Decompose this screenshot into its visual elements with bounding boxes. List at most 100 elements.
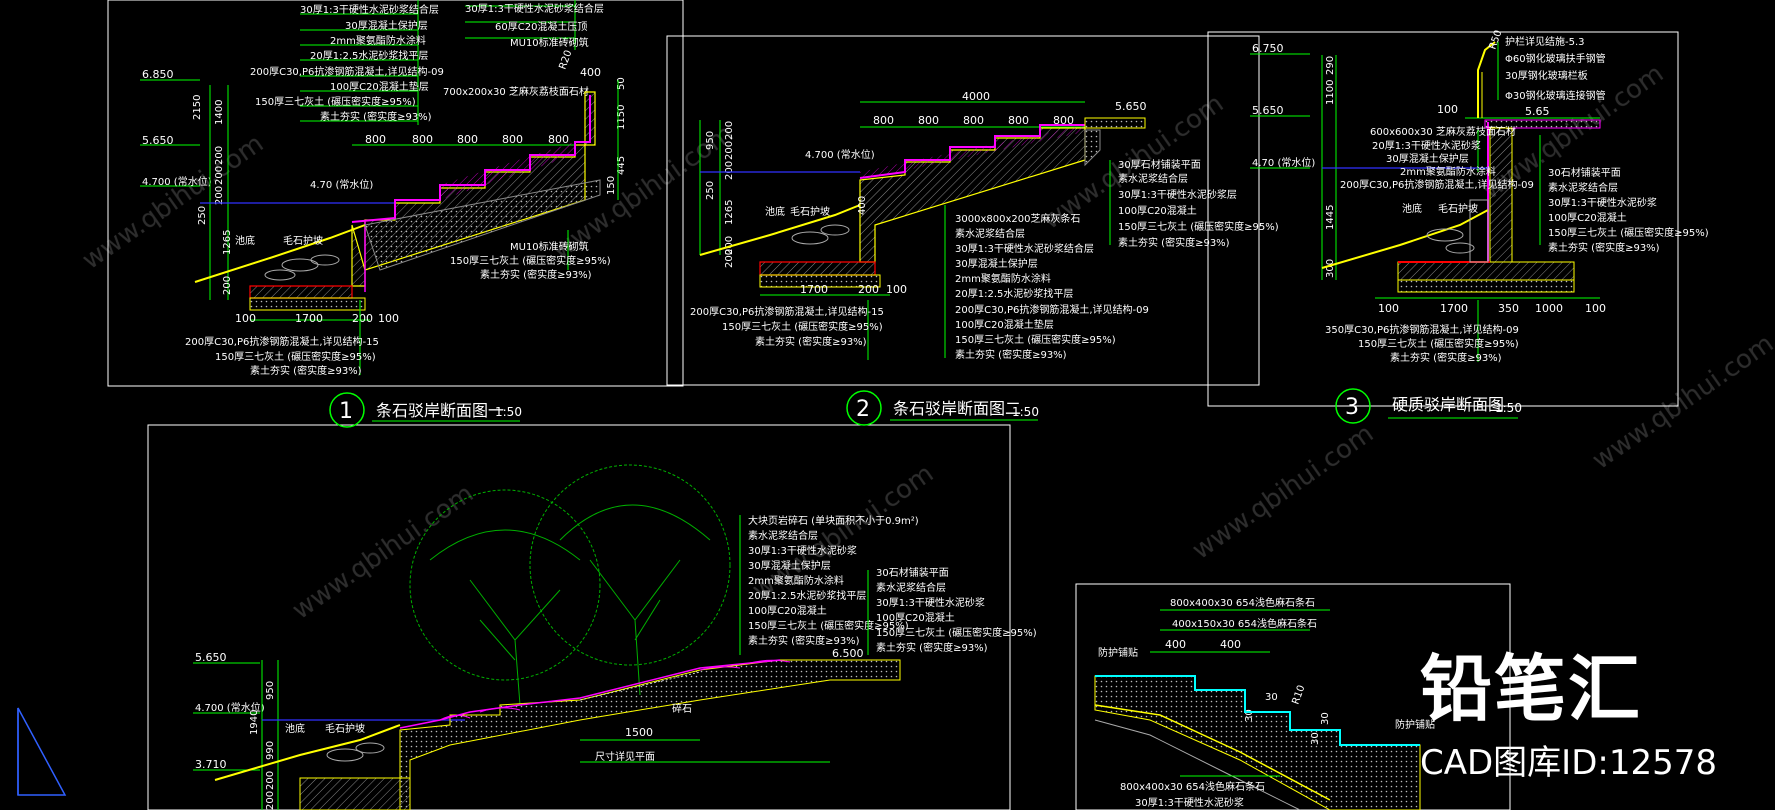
s3-label-top-0: 护栏详见结施-5.3 [1505,35,1585,48]
s1-dim-right-1: 50 [616,77,627,90]
s4-bottom-note: 尺寸详见平面 [595,750,655,763]
s1-level-2: 4.700 (常水位) [142,175,212,188]
drawing-frames [107,0,1679,810]
s3-dim-100: 100 [1437,103,1458,116]
s2-dim-left-1: 200 [724,121,735,140]
section-5-drawing: 800x400x30 654浅色麻石条石 400x150x30 654浅色麻石条… [1094,596,1435,810]
s3-dim-left-3: 1445 [1325,205,1336,230]
s1-label-mid-0: 30厚1:3干硬性水泥砂浆结合层 [465,2,604,15]
watermark-text: www.qbihui.com [77,128,269,275]
s2-dim-top-2: 800 [963,114,984,127]
s4-label-mid-1: 素水泥浆结合层 [748,529,818,542]
s2-label-mid-4: 2mm聚氨酯防水涂料 [955,272,1051,285]
s1-dim-left-2: 200 [214,146,225,165]
s3-label-right-5: 素土夯实 (密实度≥93%) [1548,241,1660,254]
s3-label-right-4: 150厚三七灰土 (碾压密实度≥95%) [1548,226,1709,239]
s4-label-right-2: 30厚1:3干硬性水泥砂浆 [876,596,985,609]
s4-dim-left-0: 950 [265,681,276,700]
s1-dim-left-6: 1265 [222,230,233,255]
s1-label-top-3: 20厚1:2.5水泥砂浆找平层 [310,49,428,62]
s3-cap-label: 600x600x30 芝麻灰荔枝面石材 [1370,125,1516,138]
s2-dim-left-5: 1265 [724,200,735,225]
s1-dim-top-2: 800 [457,133,478,146]
s2-dim-left-2: 200 [724,141,735,160]
section-1-drawing: 30厚1:3干硬性水泥砂浆结合层 30厚混凝土保护层 2mm聚氨酯防水涂料 20… [140,0,627,428]
watermark-text: www.qbihui.com [287,478,479,625]
s3-level-1: 5.650 [1252,104,1284,117]
s1-dim-top-4: 800 [548,133,569,146]
s4-label-right-5: 素土夯实 (密实度≥93%) [876,641,988,654]
s1-dim-left-5: 250 [197,206,208,225]
s1-small-0: 池底 [235,234,255,247]
s1-r-label: R20 [557,49,574,71]
s4-label-right-1: 素水泥浆结合层 [876,581,946,594]
watermark-text: www.qbihui.com [1587,328,1775,475]
s2-scale: 1:50 [1012,405,1039,419]
s1-dim-bottom-0: 100 [235,312,256,325]
s2-dim-left-3: 200 [724,161,735,180]
s4-dim-left-1: 1940 [249,710,260,735]
s2-title: 条石驳岸断面图二 [893,399,1021,418]
s3-dim-bottom-0: 100 [1378,302,1399,315]
s2-dim-left-4: 250 [705,181,716,200]
s4-label-mid-4: 2mm聚氨酯防水涂料 [748,574,844,587]
s2-label-bottom-0: 200厚C30,P6抗渗钢筋混凝土,详见结构-15 [690,305,884,318]
frame-section-4 [147,424,1011,810]
s3-dim-bottom-4: 100 [1585,302,1606,315]
s2-label-right-3: 100厚C20混凝土 [1118,204,1197,217]
s5-label-top-1: 400x150x30 654浅色麻石条石 [1172,617,1317,630]
s2-dim-top-3: 800 [1008,114,1029,127]
section-2-drawing: 4000 800 800 800 800 800 5.650 950 200 2… [690,90,1279,426]
s3-title-number: 3 [1345,395,1359,420]
s3-label-left-2: 2mm聚氨酯防水涂料 [1400,165,1496,178]
s3-label-top-3: Φ30钢化玻璃连接钢管 [1505,89,1606,102]
s4-dim-left-4: 200 [265,791,276,810]
s2-dim-left-6: 200 [724,236,735,255]
s1-label-top-2: 2mm聚氨酯防水涂料 [330,34,426,47]
s5-right-label: 防护铺贴 [1395,718,1435,731]
s4-label-mid-6: 100厚C20混凝土 [748,604,827,617]
s4-dim-left-3: 200 [265,771,276,790]
s4-label-mid-3: 30厚混凝土保护层 [748,559,831,572]
s3-label-left-3: 200厚C30,P6抗渗钢筋混凝土,详见结构-09 [1340,178,1534,191]
s4-label-right-0: 30石材铺装平面 [876,566,949,579]
s1-label-mid-2: MU10标准砖砌筑 [510,36,589,49]
s4-small-2: 碎石 [672,702,692,715]
s4-label-mid-5: 20厚1:2.5水泥砂浆找平层 [748,589,866,602]
s5-label-bottom-1: 30厚1:3干硬性水泥砂浆 [1135,796,1244,809]
s1-dim-bottom-2: 200 [352,312,373,325]
s1-dim-bottom-3: 100 [378,312,399,325]
s1-scale: 1:50 [495,405,522,419]
s1-label-top-5: 100厚C20混凝土垫层 [330,80,429,93]
s1-label-top-0: 30厚1:3干硬性水泥砂浆结合层 [300,3,439,16]
s3-label-bottom-0: 350厚C30,P6抗渗钢筋混凝土,详见结构-09 [1325,323,1519,336]
s4-label-mid-8: 素土夯实 (密实度≥93%) [748,634,860,647]
s1-dim-top-0: 800 [365,133,386,146]
s4-small-0: 池底 [285,722,305,735]
s2-dim-top-1: 800 [918,114,939,127]
s2-label-right-2: 30厚1:3干硬性水泥砂浆层 [1118,188,1237,201]
s1-dim-right-3: 445 [616,156,627,175]
s1-dim-left-1: 2150 [192,95,203,120]
s2-small-1: 毛石护坡 [790,205,830,218]
s1-dim-right-0: 400 [580,66,601,79]
s2-dim-total: 4000 [962,90,990,103]
s1-dim-left-7: 200 [222,276,233,295]
s1-small-1: 毛石护坡 [283,234,323,247]
s2-label-mid-9: 素土夯实 (密实度≥93%) [955,348,1067,361]
s2-water: 4.700 (常水位) [805,148,875,161]
s3-label-right-3: 100厚C20混凝土 [1548,211,1627,224]
s1-dim-top-3: 800 [502,133,523,146]
s2-label-mid-5: 20厚1:2.5水泥砂浆找平层 [955,287,1073,300]
s2-dim-top-4: 800 [1053,114,1074,127]
s3-label-right-2: 30厚1:3干硬性水泥砂浆 [1548,196,1657,209]
s5-label-top-0: 800x400x30 654浅色麻石条石 [1170,596,1315,609]
section-3-drawing: 6.750 5.650 4.70 (常水位) 5.65 290 1100 144… [1250,29,1709,424]
s1-dim-left-0: 1400 [214,100,225,125]
s3-dim-bottom-2: 350 [1498,302,1519,315]
s5-label-bottom-0: 800x400x30 654浅色麻石条石 [1120,780,1265,793]
s4-dim-bottom: 1500 [625,726,653,739]
s3-small-1: 毛石护坡 [1438,202,1478,215]
s2-label-right-4: 150厚三七灰土 (碾压密实度≥95%) [1118,220,1279,233]
s5-dim-small-3: 30 [1320,712,1331,725]
